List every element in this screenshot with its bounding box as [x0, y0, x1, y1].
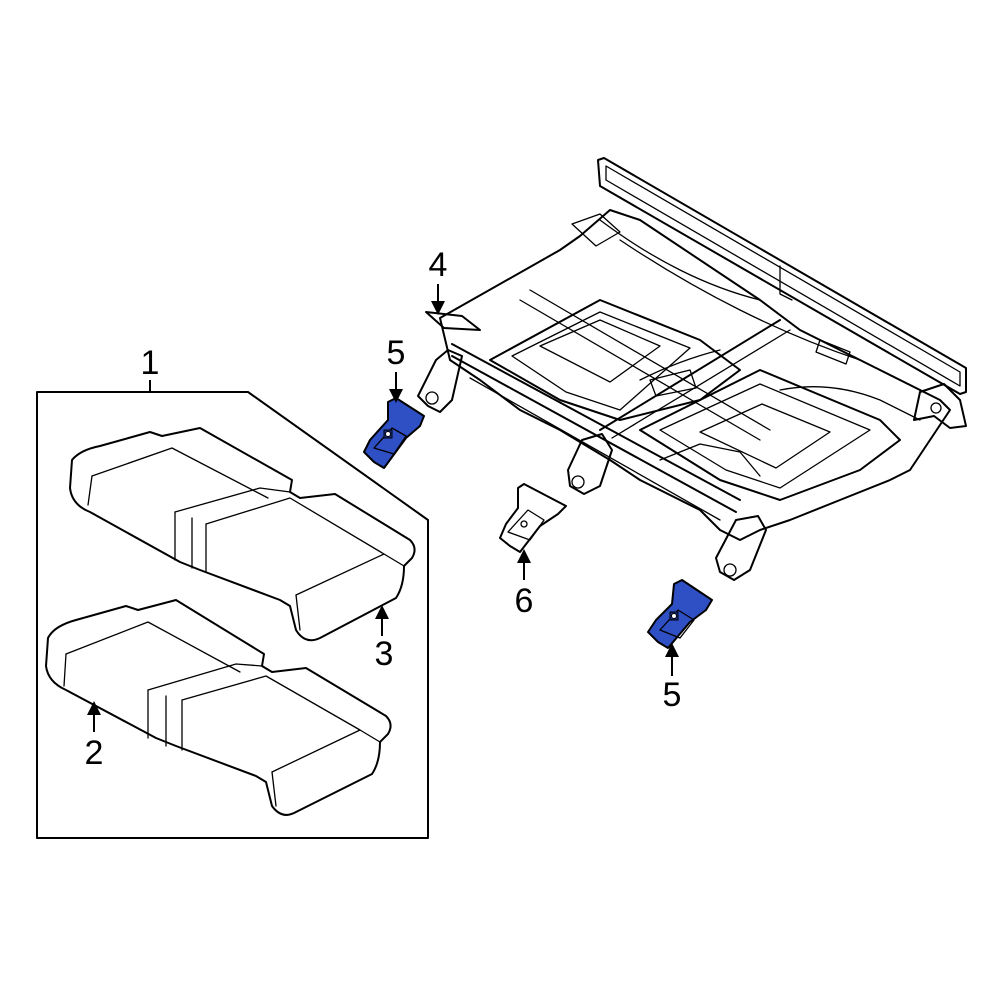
seat-cover-bracket-highlighted-right[interactable] — [647, 579, 713, 649]
seat-cover-bracket[interactable] — [499, 483, 567, 553]
callout-1[interactable]: 1 — [141, 344, 160, 382]
callout-3[interactable]: 3 — [375, 635, 394, 673]
callout-4[interactable]: 4 — [429, 246, 448, 284]
seat-cushion-cover-upper[interactable] — [69, 427, 416, 642]
seat-cushion-cover-lower[interactable] — [45, 599, 392, 816]
callout-5a[interactable]: 5 — [387, 334, 406, 372]
callout-6[interactable]: 6 — [515, 582, 534, 620]
seat-cover-bracket-highlighted-left[interactable] — [363, 397, 425, 469]
cushion-assembly-frame — [36, 391, 429, 839]
seat-frame[interactable] — [417, 157, 967, 581]
callout-2[interactable]: 2 — [85, 734, 104, 772]
callout-5b[interactable]: 5 — [663, 676, 682, 714]
